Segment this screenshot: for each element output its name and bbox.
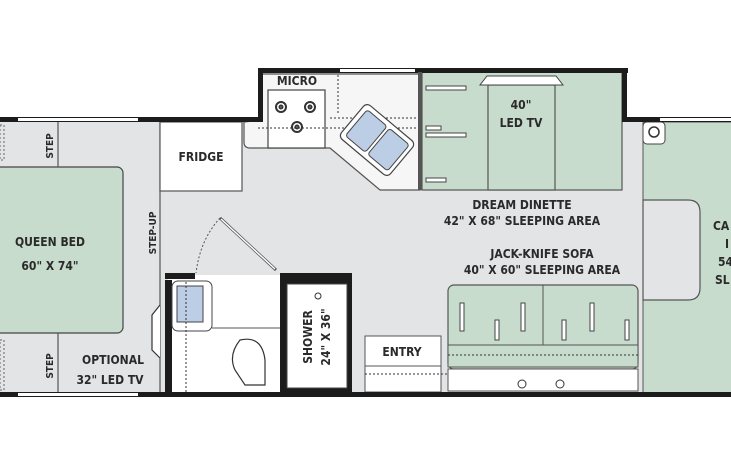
- bathroom: [165, 216, 352, 395]
- step-up-label: STEP-UP: [148, 211, 159, 254]
- led-tv-size: 40": [511, 98, 532, 112]
- optional-tv-label: OPTIONAL: [82, 353, 144, 367]
- dinette-label: DREAM DINETTE: [472, 198, 571, 212]
- shower: [286, 283, 348, 389]
- shower-size: 24" X 36": [319, 308, 333, 365]
- cab-over-bed: [642, 121, 731, 396]
- cab-over-label-4: SL: [715, 273, 730, 287]
- toilet-icon: [231, 338, 266, 386]
- sink: [339, 104, 415, 176]
- queen-bed-size: 60" X 74": [21, 259, 78, 273]
- stove: [267, 89, 326, 149]
- step-bottom-label: STEP: [45, 353, 56, 379]
- entry-label: ENTRY: [382, 345, 421, 359]
- micro-label: MICRO: [277, 74, 317, 88]
- bath-sink: [176, 285, 204, 323]
- cab-over-label-1: CA: [713, 219, 730, 233]
- fridge-label: FRIDGE: [179, 150, 224, 164]
- sofa-size: 40" X 60" SLEEPING AREA: [464, 263, 621, 277]
- burner-icon: [275, 101, 316, 133]
- tv-mount-icon: [151, 304, 161, 359]
- shower-label: SHOWER: [301, 310, 315, 364]
- optional-tv-size: 32" LED TV: [76, 373, 144, 387]
- step-top-label: STEP: [45, 133, 56, 159]
- cab-over-label-3: 54: [718, 255, 731, 269]
- kitchen: [243, 73, 421, 191]
- dinette-table: [487, 84, 556, 191]
- led-tv-icon: [478, 75, 565, 86]
- dream-dinette: [421, 71, 623, 191]
- queen-bed: [0, 166, 124, 334]
- dinette-size: 42" X 68" SLEEPING AREA: [444, 214, 601, 228]
- bedroom: [0, 122, 161, 395]
- exterior-walls: [0, 68, 731, 397]
- sofa-label: JACK-KNIFE SOFA: [489, 247, 594, 261]
- queen-bed-label: QUEEN BED: [15, 235, 85, 249]
- entry: [364, 335, 448, 393]
- jack-knife-sofa: [447, 284, 640, 392]
- led-tv-label: LED TV: [500, 116, 543, 130]
- cab-over-label-2: I: [725, 237, 729, 251]
